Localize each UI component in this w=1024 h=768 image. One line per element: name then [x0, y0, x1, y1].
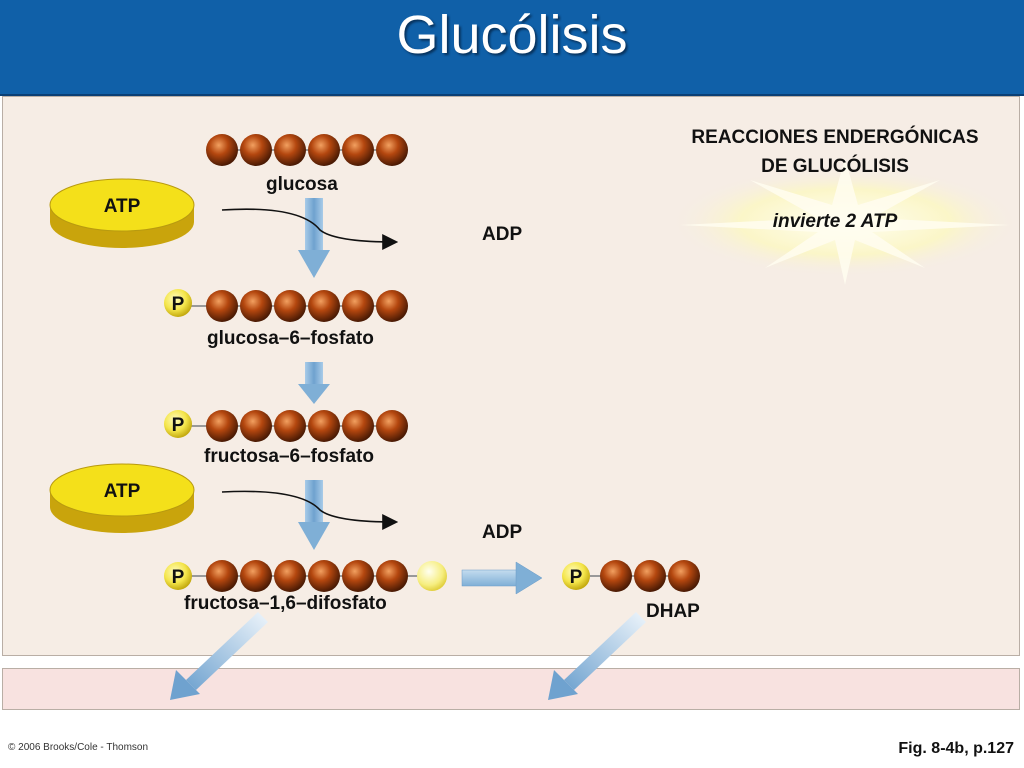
phosphate-group — [164, 410, 192, 438]
phosphate-label: P — [570, 567, 583, 588]
atp-label: ATP — [104, 196, 141, 217]
carbon-bead — [274, 290, 306, 322]
phosphate-group — [562, 562, 590, 590]
carbon-bead — [342, 410, 374, 442]
slide-title: Glucólisis — [396, 5, 628, 65]
carbon-bead — [308, 290, 340, 322]
f16bp-label: fructosa–1,6–difosfato — [184, 593, 387, 614]
title-bar — [0, 0, 1024, 96]
glucose-chain — [206, 134, 408, 166]
reaction-arrow — [221, 480, 399, 550]
carbon-bead — [206, 560, 238, 592]
carbon-bead — [376, 560, 408, 592]
phosphate-group — [164, 562, 192, 590]
carbon-bead — [342, 560, 374, 592]
carbon-bead — [634, 560, 666, 592]
dhap-chain — [562, 560, 700, 592]
atp-disk — [49, 178, 195, 248]
carbon-bead — [342, 134, 374, 166]
glucose-label: glucosa — [266, 174, 338, 195]
adp-label: ADP — [482, 224, 523, 245]
lower-panel-strip — [2, 668, 1020, 710]
carbon-bead — [274, 410, 306, 442]
phosphate-label: P — [172, 415, 185, 436]
downstream-arrow — [170, 612, 268, 700]
f16bp-chain — [164, 560, 447, 592]
atp-label: ATP — [104, 481, 141, 502]
carbon-bead — [240, 134, 272, 166]
reaction-arrow — [221, 198, 399, 278]
downstream-arrow — [548, 612, 646, 700]
split-arrow — [461, 561, 543, 595]
carbon-bead — [274, 134, 306, 166]
atp-disk — [49, 463, 195, 533]
phosphate-label: P — [172, 567, 185, 588]
carbon-bead — [376, 290, 408, 322]
reaction-heading-line1: REACCIONES ENDERGÓNICAS — [691, 127, 979, 148]
g6p-chain — [164, 289, 408, 322]
carbon-bead — [240, 410, 272, 442]
phosphate-group — [417, 561, 447, 591]
adp-label: ADP — [482, 522, 523, 543]
carbon-bead — [668, 560, 700, 592]
carbon-bead — [376, 410, 408, 442]
carbon-bead — [206, 134, 238, 166]
starburst-decoration — [670, 158, 1020, 285]
carbon-bead — [206, 290, 238, 322]
reaction-arrow — [298, 362, 330, 404]
carbon-bead — [342, 290, 374, 322]
f6p-chain — [164, 410, 408, 442]
carbon-bead — [240, 560, 272, 592]
carbon-bead — [274, 560, 306, 592]
carbon-bead — [308, 410, 340, 442]
phosphate-group — [164, 289, 192, 317]
f6p-label: fructosa–6–fosfato — [204, 446, 374, 467]
carbon-bead — [240, 290, 272, 322]
atp-investment-note: invierte 2 ATP — [772, 211, 898, 232]
g6p-label: glucosa–6–fosfato — [207, 328, 374, 349]
figure-reference: Fig. 8-4b, p.127 — [898, 740, 1014, 757]
carbon-bead — [600, 560, 632, 592]
copyright-text: © 2006 Brooks/Cole - Thomson — [8, 742, 149, 753]
carbon-bead — [206, 410, 238, 442]
phosphate-label: P — [172, 294, 185, 315]
carbon-bead — [308, 560, 340, 592]
carbon-bead — [308, 134, 340, 166]
carbon-bead — [376, 134, 408, 166]
dhap-label: DHAP — [646, 601, 700, 622]
reaction-heading-line2: DE GLUCÓLISIS — [761, 156, 909, 177]
